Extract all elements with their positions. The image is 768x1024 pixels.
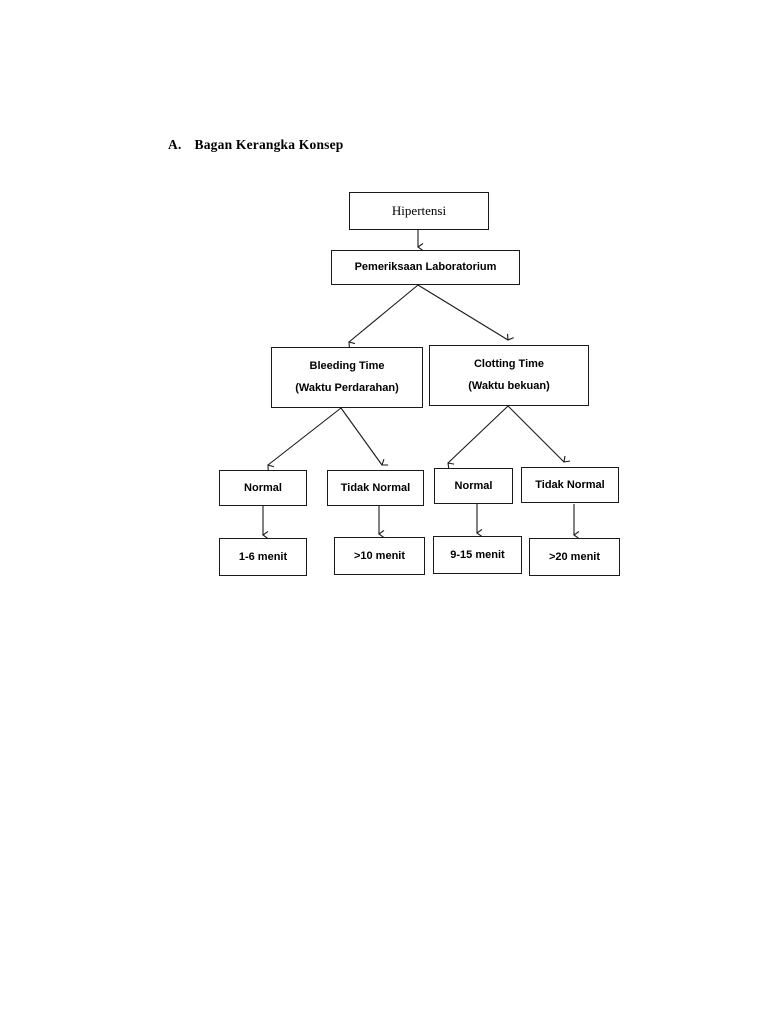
- page-title: A. Bagan Kerangka Konsep: [168, 137, 344, 153]
- node-bleeding-time-subtitle: (Waktu Perdarahan): [295, 382, 399, 394]
- section-index: A.: [168, 137, 182, 152]
- node-pemeriksaan-label: Pemeriksaan Laboratorium: [354, 261, 497, 274]
- node-clotting-time-subtitle: (Waktu bekuan): [468, 380, 550, 392]
- edge-pemeriksaan-to-bleeding: [348, 284, 419, 349]
- edge-bleeding-to-tidak-normal: [340, 407, 389, 466]
- node-clotting-time-tidak-normal-value-label: >20 menit: [548, 550, 601, 563]
- node-bleeding-time-normal[interactable]: Normal: [219, 470, 307, 506]
- node-clotting-time-normal-value-label: 9-15 menit: [450, 548, 505, 561]
- node-bleeding-time-normal-value[interactable]: 1-6 menit: [219, 538, 307, 576]
- edge-pemeriksaan-to-clotting: [417, 284, 514, 341]
- edge-clotting-to-normal: [447, 405, 509, 470]
- node-clotting-time[interactable]: Clotting Time (Waktu bekuan): [429, 345, 589, 406]
- node-hipertensi-label: Hipertensi: [391, 202, 447, 218]
- node-bleeding-time[interactable]: Bleeding Time (Waktu Perdarahan): [271, 347, 423, 408]
- node-bleeding-time-title: Bleeding Time: [309, 360, 385, 373]
- node-bleeding-time-tidak-normal-label: Tidak Normal: [340, 481, 411, 494]
- node-clotting-time-tidak-normal-value[interactable]: >20 menit: [529, 538, 620, 576]
- node-bleeding-time-tidak-normal-value[interactable]: >10 menit: [334, 537, 425, 575]
- node-clotting-time-normal-value[interactable]: 9-15 menit: [433, 536, 522, 574]
- node-clotting-time-normal[interactable]: Normal: [434, 468, 513, 504]
- section-label: Bagan Kerangka Konsep: [194, 137, 344, 152]
- node-bleeding-time-normal-label: Normal: [244, 481, 282, 494]
- node-clotting-time-normal-label: Normal: [454, 479, 493, 492]
- edge-bleeding-to-normal: [267, 407, 342, 472]
- node-clotting-time-tidak-normal[interactable]: Tidak Normal: [521, 467, 619, 503]
- node-clotting-time-title: Clotting Time: [473, 358, 545, 371]
- node-pemeriksaan-laboratorium[interactable]: Pemeriksaan Laboratorium: [331, 250, 520, 285]
- node-bleeding-time-tidak-normal[interactable]: Tidak Normal: [327, 470, 424, 506]
- node-clotting-time-tidak-normal-label: Tidak Normal: [535, 478, 605, 491]
- node-bleeding-time-tidak-normal-value-label: >10 menit: [353, 549, 406, 562]
- node-bleeding-time-normal-value-label: 1-6 menit: [238, 550, 288, 563]
- edge-clotting-to-tidak-normal: [507, 405, 571, 463]
- node-hipertensi[interactable]: Hipertensi: [349, 192, 489, 230]
